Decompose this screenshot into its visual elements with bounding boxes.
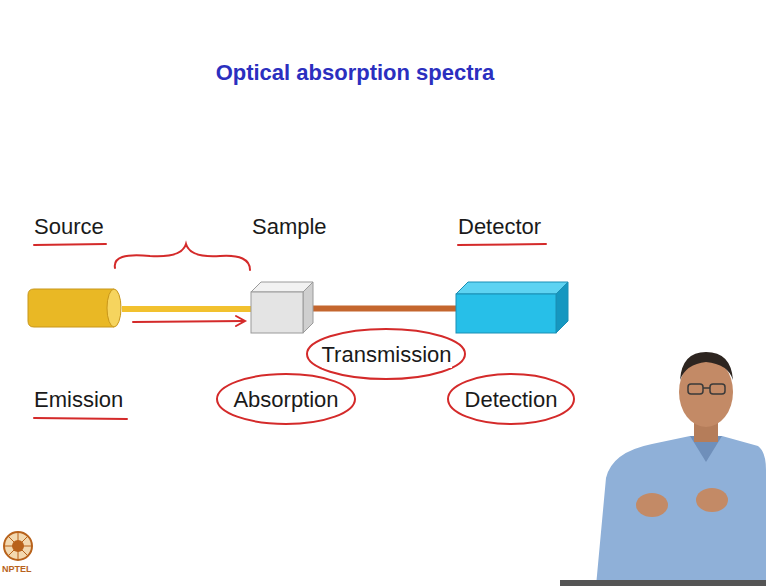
diagram-title: Optical absorption spectra (0, 60, 710, 86)
arrow (133, 321, 244, 322)
part-shape (28, 289, 122, 327)
logo (4, 532, 32, 560)
process-caption: Detection (465, 387, 558, 413)
light-beam (122, 306, 251, 312)
instrument-part: SampleAbsorption (251, 282, 313, 333)
part-heading: Sample (252, 214, 327, 240)
circle-mark (307, 329, 465, 379)
shirt (596, 436, 766, 586)
logo-text: NPTEL (2, 563, 32, 575)
beam-label: Transmission (322, 342, 452, 368)
brace (115, 244, 250, 270)
part-heading: Source (34, 214, 104, 240)
part-shape (251, 282, 313, 333)
hand (636, 493, 668, 517)
part-heading: Detector (458, 214, 541, 240)
process-caption: Absorption (233, 387, 338, 413)
hand (696, 488, 728, 512)
circle-mark (217, 374, 355, 424)
floor-bar (560, 580, 766, 586)
underline (34, 418, 127, 419)
underline (458, 244, 546, 245)
part-shape (456, 282, 568, 333)
light-beam (313, 306, 456, 312)
hair (680, 352, 733, 380)
presenter (560, 352, 766, 586)
instrument-part: SourceEmission (28, 289, 122, 327)
instrument-part: DetectorDetection (456, 282, 568, 333)
arrowhead (236, 316, 245, 326)
process-caption: Emission (34, 387, 123, 413)
circle-mark (448, 374, 574, 424)
underline (34, 244, 106, 245)
